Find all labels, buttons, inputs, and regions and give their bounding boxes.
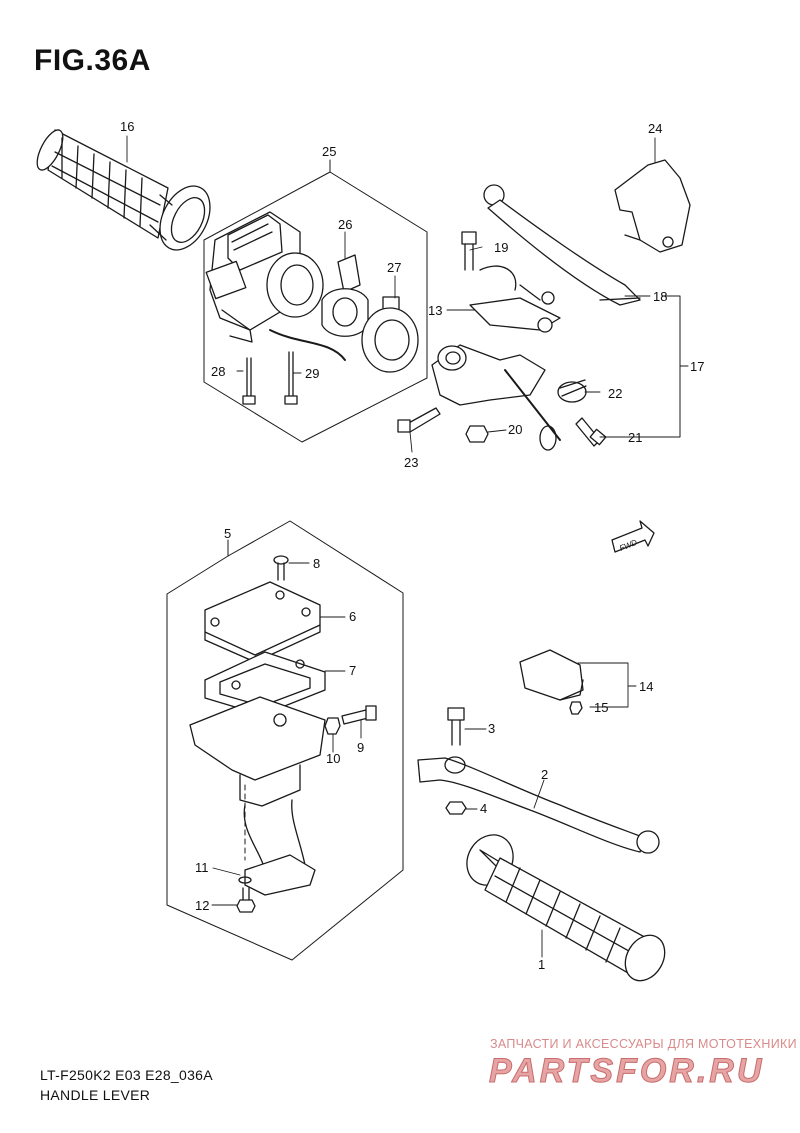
part-23-bolt: [397, 407, 441, 433]
part-10-nut: [324, 717, 341, 735]
callout-11: 11: [195, 860, 209, 875]
part-9-bolt: [341, 705, 377, 725]
watermark-tagline: ЗАПЧАСТИ И АКСЕССУАРЫ ДЛЯ МОТОТЕХНИКИ: [490, 1037, 797, 1051]
callout-labels: 1 2 3 4 5 6 7 8 9 10 11 12 13 14 15 16 1…: [120, 119, 704, 972]
callout-16: 16: [120, 119, 134, 134]
reservoir-body: [189, 696, 326, 896]
callout-29: 29: [305, 366, 319, 381]
screws-28-29: [242, 351, 298, 405]
part-27-switch-ring: [361, 296, 419, 373]
watermark-logo: PARTSFOR.RU: [488, 1052, 765, 1091]
callout-28: 28: [211, 364, 225, 379]
part-15-screw: [569, 701, 583, 715]
part-19-bolt: [461, 231, 477, 271]
callout-10: 10: [326, 751, 340, 766]
callout-3: 3: [488, 721, 495, 736]
callout-26: 26: [338, 217, 352, 232]
callout-24: 24: [648, 121, 662, 136]
part-1-grip: [466, 834, 666, 982]
part-18-lever: [483, 184, 641, 306]
callout-27: 27: [387, 260, 401, 275]
bracket-17-lines: [617, 295, 689, 438]
model-code: LT-F250K2 E03 E28_036A: [40, 1067, 213, 1083]
part-2-lever: [417, 756, 660, 854]
part-11-washer: [238, 876, 252, 884]
part-26-dimmer-switch: [321, 254, 369, 337]
figure-title: FIG.36A: [34, 44, 151, 77]
part-21-screw: [575, 417, 607, 447]
switch-assembly-box: [203, 159, 428, 443]
callout-15: 15: [594, 700, 608, 715]
fwd-arrow: [611, 520, 655, 553]
leader-lines: [126, 135, 656, 958]
part-12-bolt: [236, 887, 256, 913]
part-14-switch: [519, 649, 584, 701]
switch-housing-part: [205, 211, 346, 361]
part-24-cover: [614, 159, 691, 253]
callout-2: 2: [541, 767, 548, 782]
callout-22: 22: [608, 386, 622, 401]
callout-23: 23: [404, 455, 418, 470]
callout-8: 8: [313, 556, 320, 571]
callout-1: 1: [538, 957, 545, 972]
part-20-nut: [465, 425, 489, 443]
part-22-adjuster: [557, 379, 587, 403]
callout-25: 25: [322, 144, 336, 159]
part-7-gasket: [204, 651, 326, 716]
callout-14: 14: [639, 679, 653, 694]
callout-6: 6: [349, 609, 356, 624]
part-4-nut: [445, 801, 467, 815]
part-6-cap: [204, 581, 321, 663]
callout-20: 20: [508, 422, 522, 437]
callout-9: 9: [357, 740, 364, 755]
callout-19: 19: [494, 240, 508, 255]
callout-18: 18: [653, 289, 667, 304]
part-3-pivot-bolt: [447, 707, 465, 746]
figure-caption: HANDLE LEVER: [40, 1087, 151, 1103]
part-8-screw: [273, 555, 289, 581]
callout-5: 5: [224, 526, 231, 541]
callout-12: 12: [195, 898, 209, 913]
callout-4: 4: [480, 801, 487, 816]
callout-17: 17: [690, 359, 704, 374]
master-cylinder-box: [166, 520, 404, 961]
callout-13: 13: [428, 303, 442, 318]
part-13-bracket: [469, 265, 561, 333]
callout-21: 21: [628, 430, 642, 445]
master-cylinder-body: [431, 344, 561, 451]
callout-7: 7: [349, 663, 356, 678]
grip-left-part: [36, 129, 211, 251]
